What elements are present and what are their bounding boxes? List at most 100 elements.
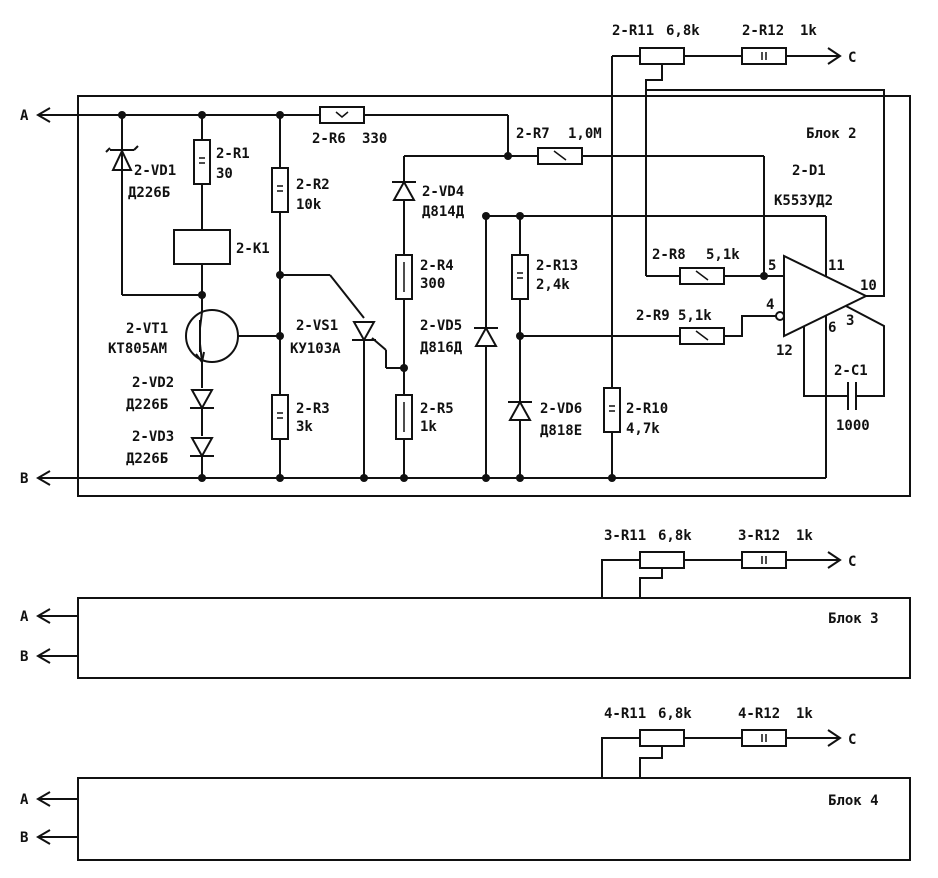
resistor-2-r4 (395, 254, 413, 300)
resistor-2-r6 (319, 106, 365, 124)
junction-dots (118, 111, 768, 482)
value-2-r1: 30 (216, 166, 233, 182)
value-2-r9: 5,1k (678, 308, 712, 324)
type-2-vs1: КУ103А (290, 341, 341, 357)
resistor-2-r13 (511, 254, 529, 300)
label-2-vd2: 2-VD2 (132, 375, 174, 391)
value-2-r6: 330 (362, 131, 387, 147)
value-2-r11: 6,8k (666, 23, 700, 39)
label-2-r13: 2-R13 (536, 258, 578, 274)
resistor-3-r12 (741, 551, 787, 569)
label-3-r11: 3-R11 (604, 528, 646, 544)
resistor-2-r3 (271, 394, 289, 440)
resistor-2-r9 (679, 327, 725, 345)
label-2-r6: 2-R6 (312, 131, 346, 147)
pin-5: 5 (768, 258, 776, 274)
value-2-r10: 4,7k (626, 421, 660, 437)
label-2-vd4: 2-VD4 (422, 184, 464, 200)
svg-text:A: A (20, 609, 29, 625)
capacitor-2-c1 (836, 382, 866, 410)
terminal-a-block4: A (20, 791, 78, 808)
svg-text:B: B (20, 649, 28, 665)
pin-3: 3 (846, 313, 854, 329)
type-2-d1: К553УД2 (774, 193, 833, 209)
resistor-2-r8 (679, 267, 725, 285)
label-2-r1: 2-R1 (216, 146, 250, 162)
thyristor-2-vs1 (352, 321, 404, 369)
terminal-a-block3: A (20, 608, 78, 625)
value-4-r11: 6,8k (658, 706, 692, 722)
value-2-c1: 1000 (836, 418, 870, 434)
terminal-b-block3: B (20, 648, 78, 665)
resistor-2-r12 (741, 47, 787, 65)
value-2-r4: 300 (420, 276, 445, 292)
potentiometer-3-r11 (639, 551, 685, 598)
terminal-b-block4: B (20, 829, 78, 846)
value-2-r12: 1k (800, 23, 817, 39)
resistor-2-r10 (603, 387, 621, 433)
svg-text:A: A (20, 108, 29, 124)
value-2-r5: 1k (420, 419, 437, 435)
value-4-r12: 1k (796, 706, 813, 722)
block-4-frame (77, 777, 911, 861)
resistor-4-r12 (741, 729, 787, 747)
label-2-vd5: 2-VD5 (420, 318, 462, 334)
type-2-vd1: Д226Б (128, 185, 170, 201)
type-2-vd4: Д814Д (422, 204, 465, 220)
diode-2-vd1 (105, 145, 139, 171)
label-2-vd6: 2-VD6 (540, 401, 582, 417)
pin-6: 6 (828, 320, 836, 336)
value-3-r11: 6,8k (658, 528, 692, 544)
label-2-r3: 2-R3 (296, 401, 330, 417)
label-2-vd3: 2-VD3 (132, 429, 174, 445)
value-2-r7: 1,0M (568, 126, 602, 142)
diode-2-vd3 (190, 437, 214, 459)
resistor-2-r2 (271, 167, 289, 213)
block-2-frame (77, 95, 911, 497)
label-2-r4: 2-R4 (420, 258, 454, 274)
block-3-title: Блок 3 (828, 611, 879, 627)
terminal-c-block2: C (848, 50, 856, 66)
terminal-c-block3: C (848, 554, 856, 570)
relay-2-k1 (173, 229, 231, 265)
pin-4: 4 (766, 297, 774, 313)
label-2-vt1: 2-VT1 (126, 321, 168, 337)
type-2-vd3: Д226Б (126, 451, 168, 467)
svg-text:B: B (20, 471, 28, 487)
block-2-title: Блок 2 (806, 126, 857, 142)
label-2-k1: 2-K1 (236, 241, 270, 257)
potentiometer-2-r11 (639, 47, 685, 276)
resistor-2-r7 (537, 147, 583, 165)
label-2-r12: 2-R12 (742, 23, 784, 39)
zener-2-vd4 (392, 179, 416, 201)
pin-11: 11 (828, 258, 845, 274)
value-2-r2: 10k (296, 197, 322, 213)
block-4-title: Блок 4 (828, 793, 879, 809)
svg-text:B: B (20, 830, 28, 846)
pin-12: 12 (776, 343, 793, 359)
diode-2-vd2 (190, 389, 214, 411)
label-2-r8: 2-R8 (652, 247, 686, 263)
potentiometer-4-r11 (639, 729, 685, 778)
svg-text:A: A (20, 792, 29, 808)
zener-2-vd6 (508, 399, 532, 421)
label-2-d1: 2-D1 (792, 163, 826, 179)
type-2-vd2: Д226Б (126, 397, 168, 413)
zener-2-vd5 (474, 325, 498, 347)
type-2-vd5: Д816Д (420, 340, 463, 356)
label-2-r11: 2-R11 (612, 23, 654, 39)
value-2-r13: 2,4k (536, 277, 570, 293)
label-2-r10: 2-R10 (626, 401, 668, 417)
value-2-r3: 3k (296, 419, 313, 435)
value-3-r12: 1k (796, 528, 813, 544)
block-3-frame (77, 597, 911, 679)
resistor-2-r5 (395, 394, 413, 440)
label-2-r9: 2-R9 (636, 308, 670, 324)
terminal-c-block4: C (848, 732, 856, 748)
value-2-r8: 5,1k (706, 247, 740, 263)
label-2-r7: 2-R7 (516, 126, 550, 142)
label-3-r12: 3-R12 (738, 528, 780, 544)
transistor-2-vt1 (185, 309, 280, 365)
label-2-r5: 2-R5 (420, 401, 454, 417)
